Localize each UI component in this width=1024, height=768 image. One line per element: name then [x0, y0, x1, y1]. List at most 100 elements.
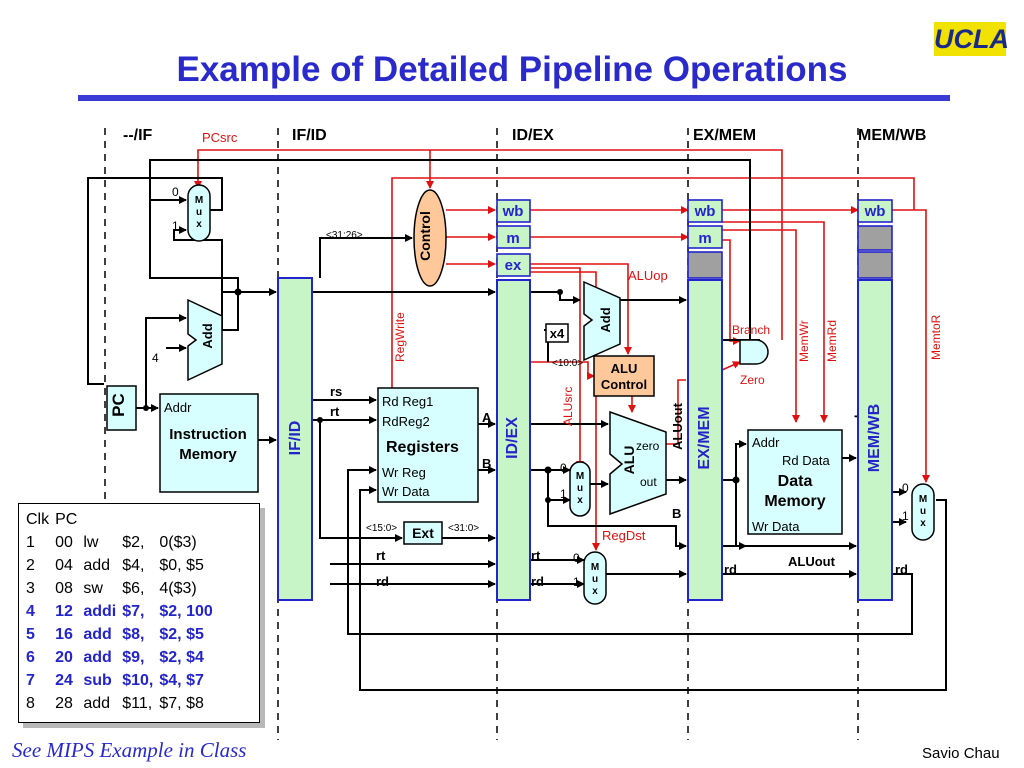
row-op: sub: [83, 672, 112, 689]
row-arg2: $2, $5: [159, 626, 204, 643]
wire-addr-dmem: [722, 440, 747, 481]
reg-port-wrreg: Wr Reg: [382, 465, 426, 480]
alu-zero-port: zero: [636, 439, 660, 453]
signal-memwr: MemWr: [797, 320, 811, 362]
signal-pcsrc: PCsrc: [202, 130, 238, 145]
label-bits-31-26: <31:26>: [326, 230, 363, 241]
wire-zero-and: [721, 361, 741, 371]
wire-opcode: [319, 234, 413, 278]
instruction-memory: Addr Instruction Memory: [159, 393, 259, 493]
label-aluout: ALUout: [788, 554, 836, 569]
shift-left-2: x4: [545, 323, 569, 343]
alu-out-port: out: [640, 475, 657, 489]
wire-adder-mux: [173, 226, 239, 331]
wire-memrd: [722, 221, 828, 423]
program-row-current: 6 20 add $9, $2, $4: [23, 646, 216, 669]
branch-and-gate: [739, 339, 769, 365]
stage-label-exmem: EX/MEM: [693, 127, 756, 144]
row-arg2: $4, $7: [159, 672, 204, 689]
header-clk: Clk: [26, 511, 50, 528]
id-ex-label: ID/EX: [504, 417, 521, 459]
alu-control-label-2: Control: [601, 377, 647, 392]
reg-port-rdreg2: RdReg2: [382, 414, 430, 429]
memtor-mux-u: u: [920, 506, 926, 517]
label-rs: rs: [330, 384, 342, 399]
row-clk: 5: [26, 626, 35, 643]
label-rd-3: rd: [724, 562, 737, 577]
label-rd-4: rd: [895, 562, 908, 577]
program-row: 3 08 sw $6, 4($3): [23, 577, 216, 600]
row-pc: 00: [55, 534, 73, 551]
if-id-register: IF/ID: [277, 277, 313, 601]
row-arg1: $11,: [122, 695, 153, 712]
wire-pc-add: [136, 314, 187, 409]
wire-memtor: [892, 209, 930, 483]
pcsrc-mux: M u x: [187, 184, 211, 242]
program-counter: PC: [106, 385, 137, 431]
registers-label: Registers: [386, 439, 459, 456]
data-memory: Addr Rd Data Data Memory Wr Data: [747, 429, 843, 535]
label-bits-31-0: <31:0>: [448, 523, 479, 534]
alu-control: ALU Control: [593, 355, 655, 397]
pc-adder-label: Add: [200, 323, 215, 348]
mem-wb-register: wb MEM/WB: [857, 199, 893, 601]
memtor-mux-in1: 1: [902, 509, 909, 523]
alusrc-mux-x: x: [577, 495, 583, 506]
program-listing: Clk PC 1 00 lw $2, 0($3) 2 04 add $4, $0…: [18, 503, 260, 723]
reg-port-wrdata: Wr Data: [382, 484, 430, 499]
dmem-label-1: Data: [778, 473, 813, 490]
row-pc: 04: [55, 557, 73, 574]
regdst-mux-m: M: [591, 562, 599, 573]
reg-port-rdreg1: Rd Reg1: [382, 394, 433, 409]
wire-zero: [664, 379, 686, 445]
wire-pc-loop: [149, 159, 751, 340]
wire-regdst: [530, 271, 600, 551]
memtor-mux-x: x: [920, 518, 926, 529]
alu-label: ALU: [621, 446, 637, 475]
wire-alucontrol-feed: [530, 361, 595, 380]
id-ex-register: wb m ex ID/EX: [496, 199, 531, 601]
title-underline: [78, 95, 950, 101]
row-op: lw: [83, 534, 99, 551]
wire-junctions: [143, 288, 740, 503]
regdst-mux-in0: 0: [573, 551, 580, 565]
row-op: add: [83, 626, 112, 643]
label-rt: rt: [330, 404, 340, 419]
mux-label-x: x: [196, 219, 202, 230]
wire-alusrc: [530, 267, 584, 469]
program-row-current: 5 16 add $8, $2, $5: [23, 623, 216, 646]
row-pc: 16: [55, 626, 73, 643]
regdst-mux-u: u: [592, 574, 598, 585]
mux-label-m: M: [195, 195, 203, 206]
pcsrc-mux-in1: 1: [172, 219, 179, 233]
signal-regwrite: RegWrite: [393, 312, 407, 362]
header-pc: PC: [55, 511, 78, 528]
ext-label: Ext: [412, 525, 434, 541]
label-bits-10-0: <10:0>: [552, 358, 583, 369]
program-header-row: Clk PC: [23, 508, 216, 531]
row-arg1: $8,: [122, 626, 145, 643]
row-arg2: $7, $8: [159, 695, 204, 712]
dmem-addr-port: Addr: [752, 435, 780, 450]
row-clk: 3: [26, 580, 35, 597]
dmem-rddata-port: Rd Data: [782, 453, 830, 468]
row-arg2: 0($3): [159, 534, 197, 551]
dmem-wrdata-port: Wr Data: [752, 519, 800, 534]
pc-adder: Add: [187, 298, 223, 382]
imem-label-2: Memory: [179, 446, 237, 463]
row-arg1: $9,: [122, 649, 145, 666]
row-arg1: $6,: [122, 580, 145, 597]
program-row-current: 7 24 sub $10, $4, $7: [23, 669, 216, 692]
label-a: A: [482, 410, 492, 425]
label-aluout-vertical: ALUout: [670, 402, 685, 450]
label-b-2: B: [672, 506, 681, 521]
row-arg2: $0, $5: [159, 557, 204, 574]
label-rt-2: rt: [376, 548, 386, 563]
program-table: Clk PC 1 00 lw $2, 0($3) 2 04 add $4, $0…: [23, 508, 216, 715]
label-bits-15-0: <15:0>: [366, 523, 397, 534]
signal-zero: Zero: [740, 373, 765, 387]
regdst-mux-in1: 1: [573, 575, 580, 589]
row-op: add: [83, 557, 111, 574]
row-arg1: $7,: [122, 603, 145, 620]
wire-imm-mux: [547, 470, 571, 504]
